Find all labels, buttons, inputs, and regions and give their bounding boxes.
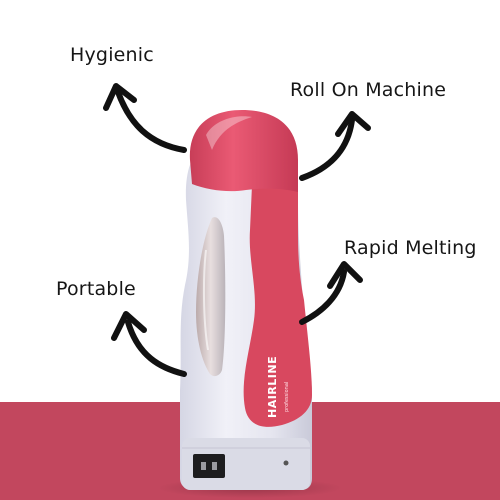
curved-arrow-icon [103,83,187,153]
label-roll-on-machine: Roll On Machine [290,79,447,101]
label-rapid-melting: Rapid Melting [344,237,477,259]
brand-logo: HAIRLINE [266,356,279,418]
brand-sub: professional [284,382,290,412]
indicator-light [283,460,289,466]
device-front-panel [243,182,312,427]
curved-arrow-icon [299,261,363,325]
label-hygienic: Hygienic [70,44,154,66]
label-portable: Portable [56,278,136,300]
device-cap [189,110,298,192]
wax-window [196,217,226,377]
window-glare [202,249,209,351]
power-socket-icon [193,454,225,478]
curved-arrow-icon [299,111,371,181]
curved-arrow-icon [111,311,187,377]
cap-highlight [206,116,252,150]
